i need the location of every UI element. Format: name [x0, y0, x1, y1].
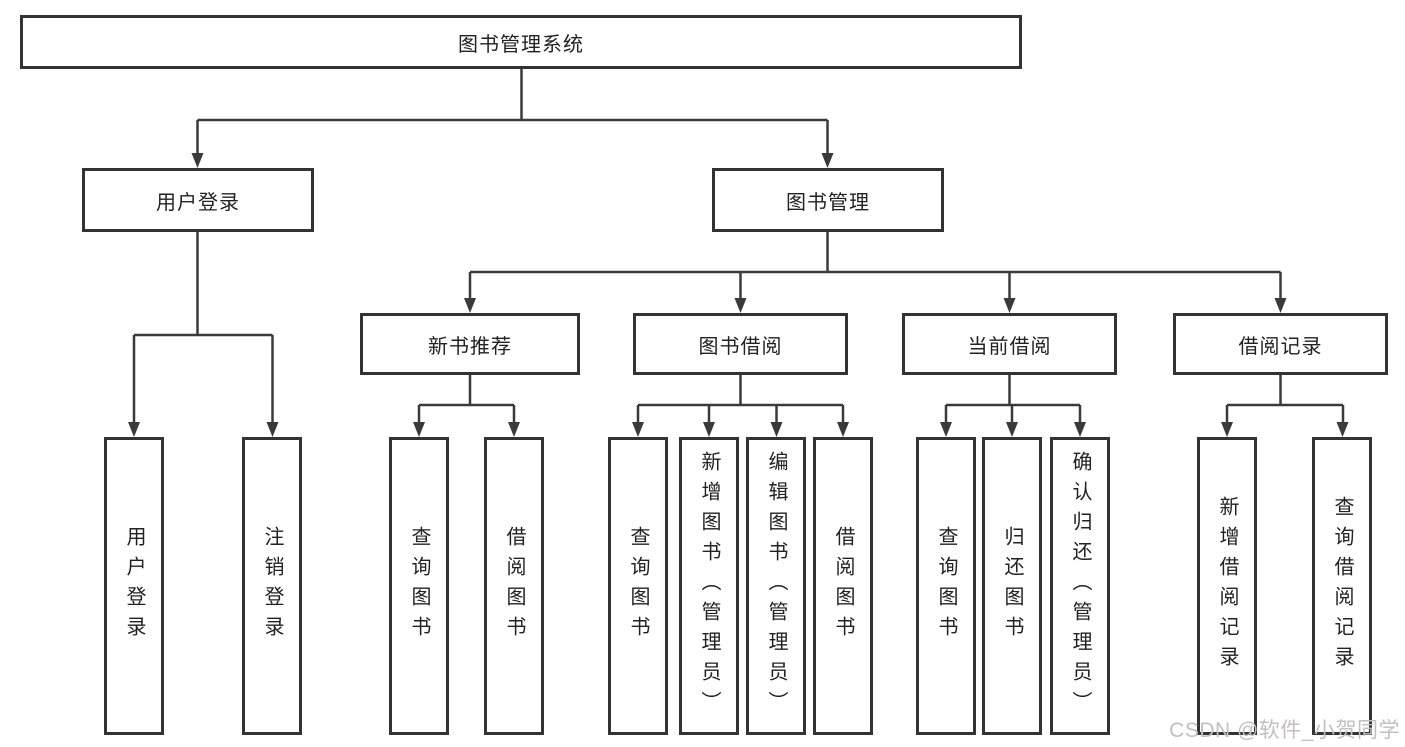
node-leaf-recommend-query-books: 查询图书 [389, 437, 449, 735]
node-leaf-add-books-admin: 新增图书（管理员） [679, 437, 739, 735]
node-leaf-borrow-query-books: 查询图书 [608, 437, 668, 735]
watermark: CSDN @软件_小贺同学 [1169, 719, 1400, 742]
node-leaf-borrow-books: 借阅图书 [813, 437, 873, 735]
node-leaf-logout: 注销登录 [242, 437, 302, 735]
node-leaf-return-books: 归还图书 [982, 437, 1042, 735]
node-leaf-current-query-books: 查询图书 [916, 437, 976, 735]
node-leaf-user-login: 用户登录 [104, 437, 164, 735]
node-library-system: 图书管理系统 [20, 15, 1022, 69]
node-borrow-records: 借阅记录 [1173, 313, 1388, 375]
node-user-login: 用户登录 [82, 168, 314, 232]
node-leaf-recommend-borrow-books: 借阅图书 [484, 437, 544, 735]
node-leaf-confirm-return-admin: 确认归还（管理员） [1050, 437, 1110, 735]
node-leaf-edit-books-admin: 编辑图书（管理员） [746, 437, 806, 735]
node-leaf-add-borrow-record: 新增借阅记录 [1197, 437, 1257, 735]
node-book-borrow: 图书借阅 [633, 313, 848, 375]
node-current-borrow: 当前借阅 [902, 313, 1117, 375]
node-book-management: 图书管理 [712, 168, 944, 232]
node-new-book-recommend: 新书推荐 [360, 313, 580, 375]
node-leaf-query-borrow-record: 查询借阅记录 [1312, 437, 1372, 735]
